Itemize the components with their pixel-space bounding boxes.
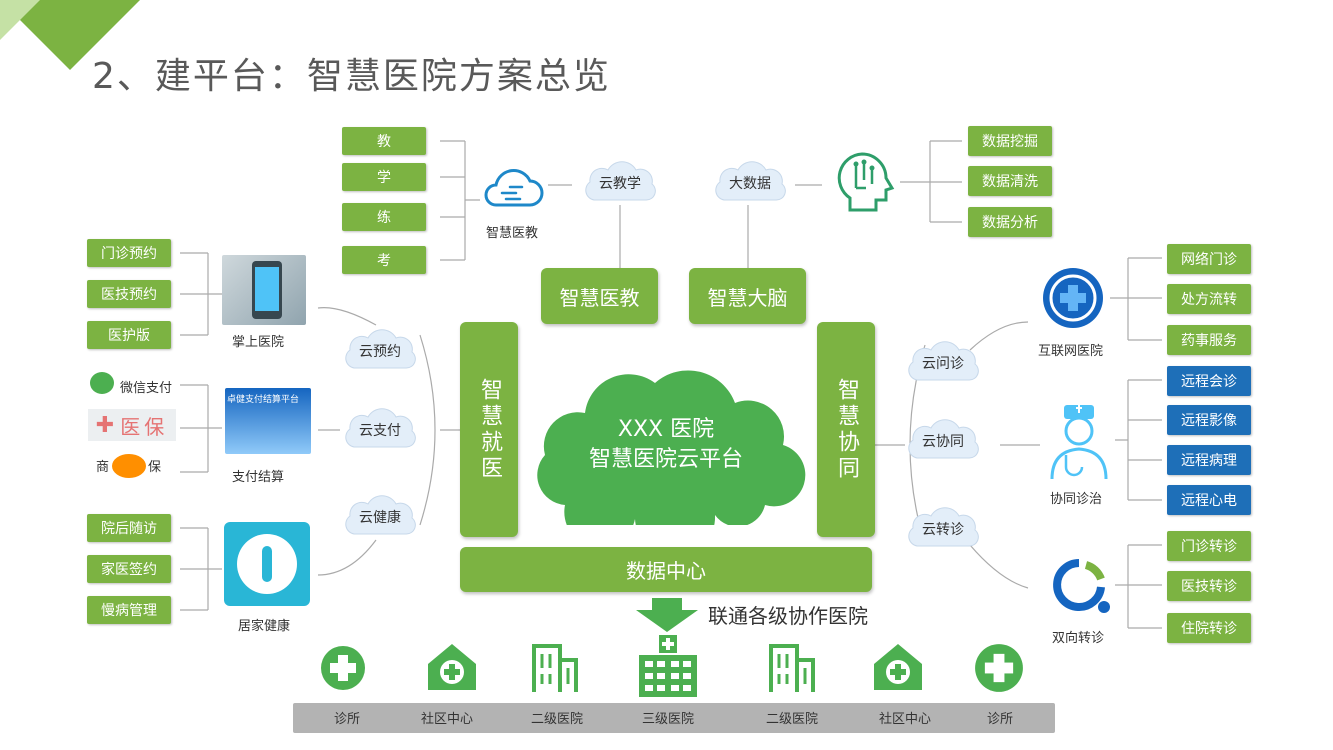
edu-item-kao[interactable]: 考 <box>342 246 426 274</box>
transfer-item-outpatient[interactable]: 门诊转诊 <box>1167 531 1251 561</box>
wechat-icon <box>90 372 114 394</box>
block-smart-medical[interactable]: 智慧就医 <box>460 322 518 537</box>
internet-item-pharmacy[interactable]: 药事服务 <box>1167 325 1251 355</box>
center-title-line2: 智慧医院云平台 <box>588 447 743 472</box>
health-item-family[interactable]: 家医签约 <box>87 555 171 583</box>
remote-item-ecg[interactable]: 远程心电 <box>1167 485 1251 515</box>
tertiary-hospital-icon <box>639 635 697 697</box>
health-item-chronic[interactable]: 慢病管理 <box>87 596 171 624</box>
red-cross-icon: ✚ <box>95 412 115 438</box>
block-data-center[interactable]: 数据中心 <box>460 547 872 592</box>
cloud-health: 云健康 <box>340 494 420 540</box>
label-payment-settle: 支付结算 <box>232 470 285 485</box>
transfer-item-inpatient[interactable]: 住院转诊 <box>1167 613 1251 643</box>
label-collab-diagnosis: 协同诊治 <box>1050 492 1103 507</box>
hospital-label-clinic: 诊所 <box>333 712 360 727</box>
phone-image <box>222 255 306 325</box>
label-insurance: 保 <box>148 460 162 475</box>
mobile-item-outpatient[interactable]: 门诊预约 <box>87 239 171 267</box>
cloud-consultation: 云问诊 <box>903 340 983 386</box>
internet-item-prescription[interactable]: 处方流转 <box>1167 284 1251 314</box>
edu-item-jiao[interactable]: 教 <box>342 127 426 155</box>
secondary-hospital-icon-2 <box>769 644 815 692</box>
label-internet-hospital: 互联网医院 <box>1038 344 1104 359</box>
edu-item-xue[interactable]: 学 <box>342 163 426 191</box>
edu-item-lian[interactable]: 练 <box>342 203 426 231</box>
hospital-bar <box>293 703 1055 733</box>
hospital-label-clinic-2: 诊所 <box>986 712 1013 727</box>
bigdata-item-mining[interactable]: 数据挖掘 <box>968 126 1052 156</box>
hospital-label-tertiary: 三级医院 <box>641 712 694 727</box>
mobile-item-medtech[interactable]: 医技预约 <box>87 280 171 308</box>
ai-brain-icon <box>837 152 895 212</box>
remote-item-pathology[interactable]: 远程病理 <box>1167 445 1251 475</box>
cloud-payment: 云支付 <box>340 407 420 453</box>
page-title: 2、建平台：智慧医院方案总览 <box>92 56 611 97</box>
corner-decoration <box>0 0 140 70</box>
label-wechat-pay: 微信支付 <box>120 381 173 396</box>
referral-icon <box>1053 559 1110 613</box>
community-center-icon-2 <box>874 644 922 690</box>
clinic-icon <box>321 646 365 690</box>
home-health-app-icon <box>224 522 310 606</box>
hospital-label-secondary: 二级医院 <box>530 712 583 727</box>
label-two-way-referral: 双向转诊 <box>1052 631 1105 646</box>
label-mobile-hospital: 掌上医院 <box>232 335 285 350</box>
health-item-followup[interactable]: 院后随访 <box>87 514 171 542</box>
label-commercial: 商 <box>96 460 110 475</box>
orange-ellipse-logo <box>112 454 146 478</box>
clinic-icon-2 <box>975 644 1023 692</box>
block-smart-edu[interactable]: 智慧医教 <box>541 268 658 324</box>
label-home-health: 居家健康 <box>238 619 291 634</box>
bigdata-item-cleaning[interactable]: 数据清洗 <box>968 166 1052 196</box>
block-smart-brain[interactable]: 智慧大脑 <box>689 268 806 324</box>
remote-item-imaging[interactable]: 远程影像 <box>1167 405 1251 435</box>
hospital-label-community-2: 社区中心 <box>878 712 931 727</box>
hospital-label-secondary-2: 二级医院 <box>765 712 818 727</box>
block-smart-collab[interactable]: 智慧协同 <box>817 322 875 537</box>
hospital-label-community: 社区中心 <box>420 712 473 727</box>
center-title-line1: XXX 医院 <box>617 417 715 442</box>
down-arrow-icon <box>636 598 698 632</box>
cloud-link-icon <box>484 169 544 207</box>
bigdata-item-analysis[interactable]: 数据分析 <box>968 207 1052 237</box>
payment-platform-image: 卓健支付结算平台 <box>225 388 311 454</box>
cloud-collaboration: 云协同 <box>903 418 983 464</box>
center-cloud-shape <box>537 370 806 525</box>
yibao-logo: ✚ 医保 <box>88 409 176 441</box>
transfer-item-medtech[interactable]: 医技转诊 <box>1167 571 1251 601</box>
center-title: XXX 医院 智慧医院云平台 <box>525 415 807 475</box>
internet-item-online[interactable]: 网络门诊 <box>1167 244 1251 274</box>
remote-item-consultation[interactable]: 远程会诊 <box>1167 366 1251 396</box>
connect-text: 联通各级协作医院 <box>708 604 868 628</box>
community-center-icon <box>428 644 476 690</box>
secondary-hospital-icon <box>532 644 578 692</box>
yibao-text: 医保 <box>120 414 169 439</box>
cloud-appointment: 云预约 <box>340 328 420 374</box>
internet-hospital-icon <box>1043 268 1103 328</box>
mobile-item-nurse[interactable]: 医护版 <box>87 321 171 349</box>
cloud-teaching: 云教学 <box>580 160 660 206</box>
payment-platform-text: 卓健支付结算平台 <box>227 395 300 405</box>
cloud-bigdata: 大数据 <box>710 160 790 206</box>
cloud-referral: 云转诊 <box>903 506 983 552</box>
doctor-icon <box>1050 405 1108 480</box>
label-smart-edu: 智慧医教 <box>486 226 539 241</box>
